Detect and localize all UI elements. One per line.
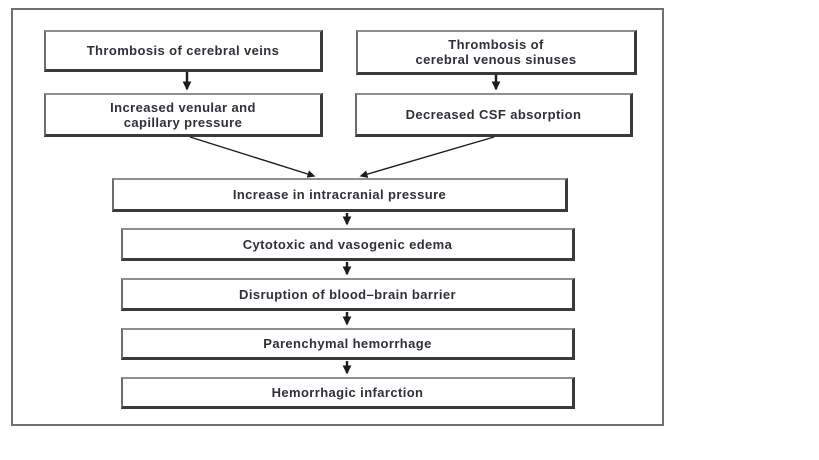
node-thrombosis-cerebral-veins: Thrombosis of cerebral veins — [44, 30, 323, 72]
node-hemorrhagic-infarction: Hemorrhagic infarction — [121, 377, 575, 409]
node-decreased-csf-absorption: Decreased CSF absorption — [355, 93, 633, 137]
node-parenchymal-hemorrhage: Parenchymal hemorrhage — [121, 328, 575, 360]
node-increase-intracranial-pressure: Increase in intracranial pressure — [112, 178, 568, 212]
node-increased-venular-capillary-pressure: Increased venular and capillary pressure — [44, 93, 323, 137]
node-thrombosis-cerebral-venous-sinuses: Thrombosis of cerebral venous sinuses — [356, 30, 637, 75]
node-cytotoxic-vasogenic-edema: Cytotoxic and vasogenic edema — [121, 228, 575, 261]
node-disruption-blood-brain-barrier: Disruption of blood–brain barrier — [121, 278, 575, 311]
